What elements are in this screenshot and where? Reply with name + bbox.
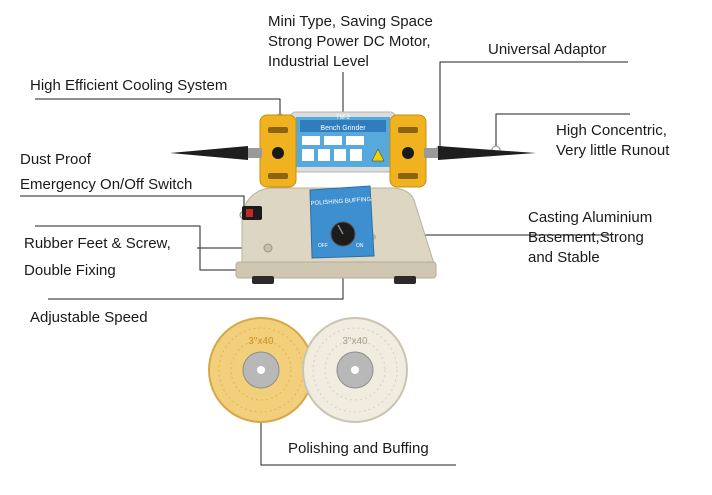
rubber-foot-right (394, 276, 416, 284)
cooling-cap-left (259, 114, 297, 188)
wheel-left-size: 3"x40 (248, 336, 274, 347)
emergency-switch[interactable] (242, 206, 262, 220)
callout-double-fixing: Double Fixing (24, 262, 116, 279)
buffing-wheel-yellow: 3"x40 (208, 317, 314, 423)
leader-concentric (495, 113, 630, 150)
callout-mini-type: Mini Type, Saving Space Strong Power DC … (268, 13, 433, 70)
spindle-left (170, 146, 262, 160)
motor-housing: Bench Grinder TM-2 (289, 111, 397, 173)
cooling-cap-right (389, 114, 427, 188)
callout-emergency-switch: Emergency On/Off Switch (20, 176, 193, 193)
callout-polishing: Polishing and Buffing (288, 440, 429, 457)
leader-rubber-feet (35, 225, 268, 271)
callout-cooling: High Efficient Cooling System (30, 77, 228, 94)
knob-off-label: OFF (318, 243, 328, 249)
callout-universal-adaptor: Universal Adaptor (488, 41, 607, 58)
motor-label: Bench Grinder (320, 125, 366, 132)
fixing-screw (263, 243, 273, 253)
warning-icon (371, 148, 385, 162)
rubber-foot-left (252, 276, 274, 284)
callout-concentric: High Concentric, Very little Runout (556, 122, 670, 159)
callout-rubber-feet: Rubber Feet & Screw, (24, 235, 171, 252)
callout-dust-proof: Dust Proof (20, 151, 91, 168)
callout-adjustable-speed: Adjustable Speed (30, 309, 148, 326)
leader-universal-adaptor (439, 61, 628, 150)
callout-casting: Casting Aluminium Basement,Strong and St… (528, 209, 653, 266)
speed-panel: POLISHING BUFFING OFF ON (309, 185, 375, 259)
model-text: TM-2 (336, 115, 351, 121)
knob-on-label: ON (356, 243, 364, 249)
buffing-wheel-white: 3"x40 (302, 317, 408, 423)
panel-label: POLISHING BUFFING (310, 197, 371, 207)
leader-cooling (35, 98, 281, 118)
wheel-right-size: 3"x40 (342, 336, 368, 347)
spindle-right (424, 146, 536, 160)
